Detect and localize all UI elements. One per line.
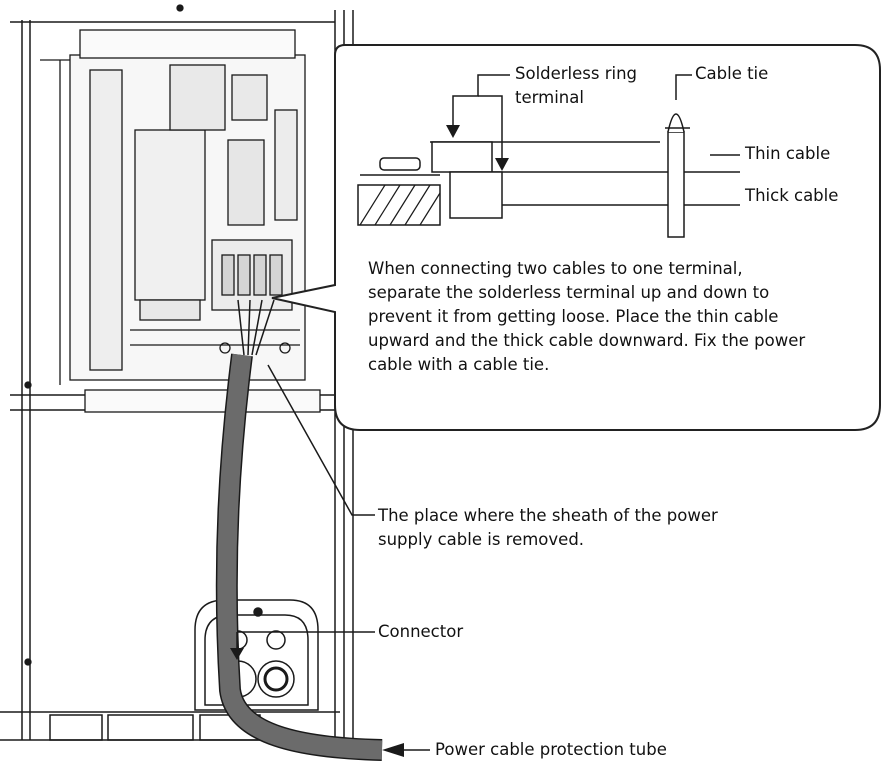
- terminal-detail: [357, 113, 740, 238]
- instruction-line-3: prevent it from getting loose. Place the…: [368, 307, 779, 326]
- label-sheath-removed: The place where the sheath of the power …: [378, 504, 718, 552]
- cable-entry-plate: [194, 599, 319, 711]
- label-cable-tie: Cable tie: [695, 64, 769, 83]
- label-sheath-line1: The place where the sheath of the power: [378, 506, 718, 525]
- label-solderless-line1: Solderless ring: [515, 64, 638, 83]
- control-box: [24, 4, 321, 666]
- label-thick-cable: Thick cable: [745, 186, 839, 205]
- power-cable: [215, 299, 383, 761]
- label-sheath-line2: supply cable is removed.: [378, 530, 585, 549]
- label-thin-cable: Thin cable: [745, 144, 831, 163]
- instruction-line-5: cable with a cable tie.: [368, 355, 550, 374]
- instruction-line-1: When connecting two cables to one termin…: [368, 259, 743, 278]
- arrowheads: [230, 125, 509, 757]
- instruction-line-2: separate the solderless terminal up and …: [368, 283, 770, 302]
- instruction-text: When connecting two cables to one termin…: [368, 257, 868, 377]
- label-solderless-line2: terminal: [515, 88, 584, 107]
- label-power-cable-tube: Power cable protection tube: [435, 740, 667, 759]
- label-solderless-ring-terminal: Solderless ring terminal: [515, 62, 637, 110]
- instruction-line-4: upward and the thick cable downward. Fix…: [368, 331, 806, 350]
- leader-lines: [236, 74, 692, 751]
- label-connector: Connector: [378, 622, 464, 641]
- callout-bubble: [271, 44, 881, 431]
